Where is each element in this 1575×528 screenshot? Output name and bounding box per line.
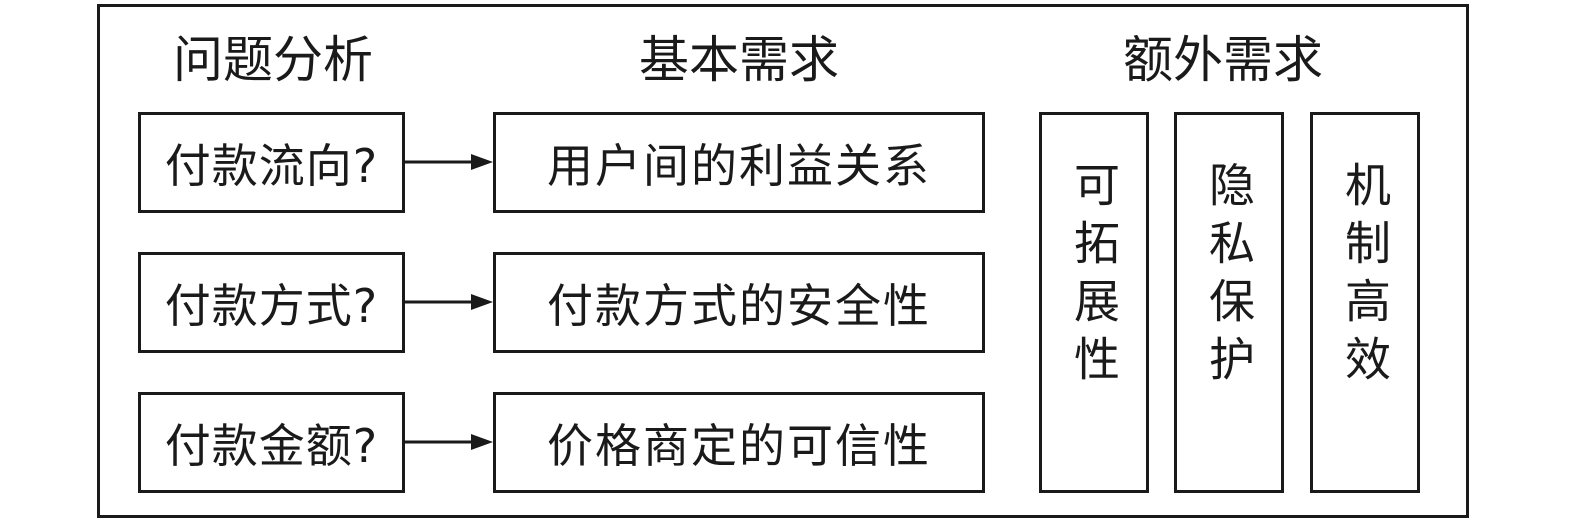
- header-extra-needs: 额外需求: [1123, 31, 1323, 89]
- question-box-flow: 付款流向?: [138, 112, 405, 213]
- extra-need-box-privacy: 隐私保护: [1174, 112, 1284, 493]
- arrow-icon: [405, 434, 493, 450]
- extra-need-box-efficiency: 机制高效: [1310, 112, 1420, 493]
- extra-need-label: 机制高效: [1338, 161, 1392, 393]
- need-label: 价格商定的可信性: [547, 418, 931, 473]
- question-box-method: 付款方式?: [138, 252, 405, 353]
- question-box-amount: 付款金额?: [138, 392, 405, 493]
- question-label: 付款金额?: [164, 418, 379, 473]
- need-box-security: 付款方式的安全性: [493, 252, 985, 353]
- arrow-icon: [405, 294, 493, 310]
- need-label: 付款方式的安全性: [547, 278, 931, 333]
- arrow-icon: [405, 154, 493, 170]
- extra-need-box-scalability: 可拓展性: [1039, 112, 1149, 493]
- header-analysis: 问题分析: [173, 31, 373, 89]
- question-label: 付款流向?: [164, 138, 379, 193]
- diagram-frame: [97, 4, 1469, 518]
- question-label: 付款方式?: [164, 278, 379, 333]
- need-label: 用户间的利益关系: [547, 138, 931, 193]
- need-box-trust: 价格商定的可信性: [493, 392, 985, 493]
- need-box-interest: 用户间的利益关系: [493, 112, 985, 213]
- extra-need-label: 可拓展性: [1067, 161, 1121, 393]
- extra-need-label: 隐私保护: [1202, 161, 1256, 393]
- header-basic-needs: 基本需求: [639, 31, 839, 89]
